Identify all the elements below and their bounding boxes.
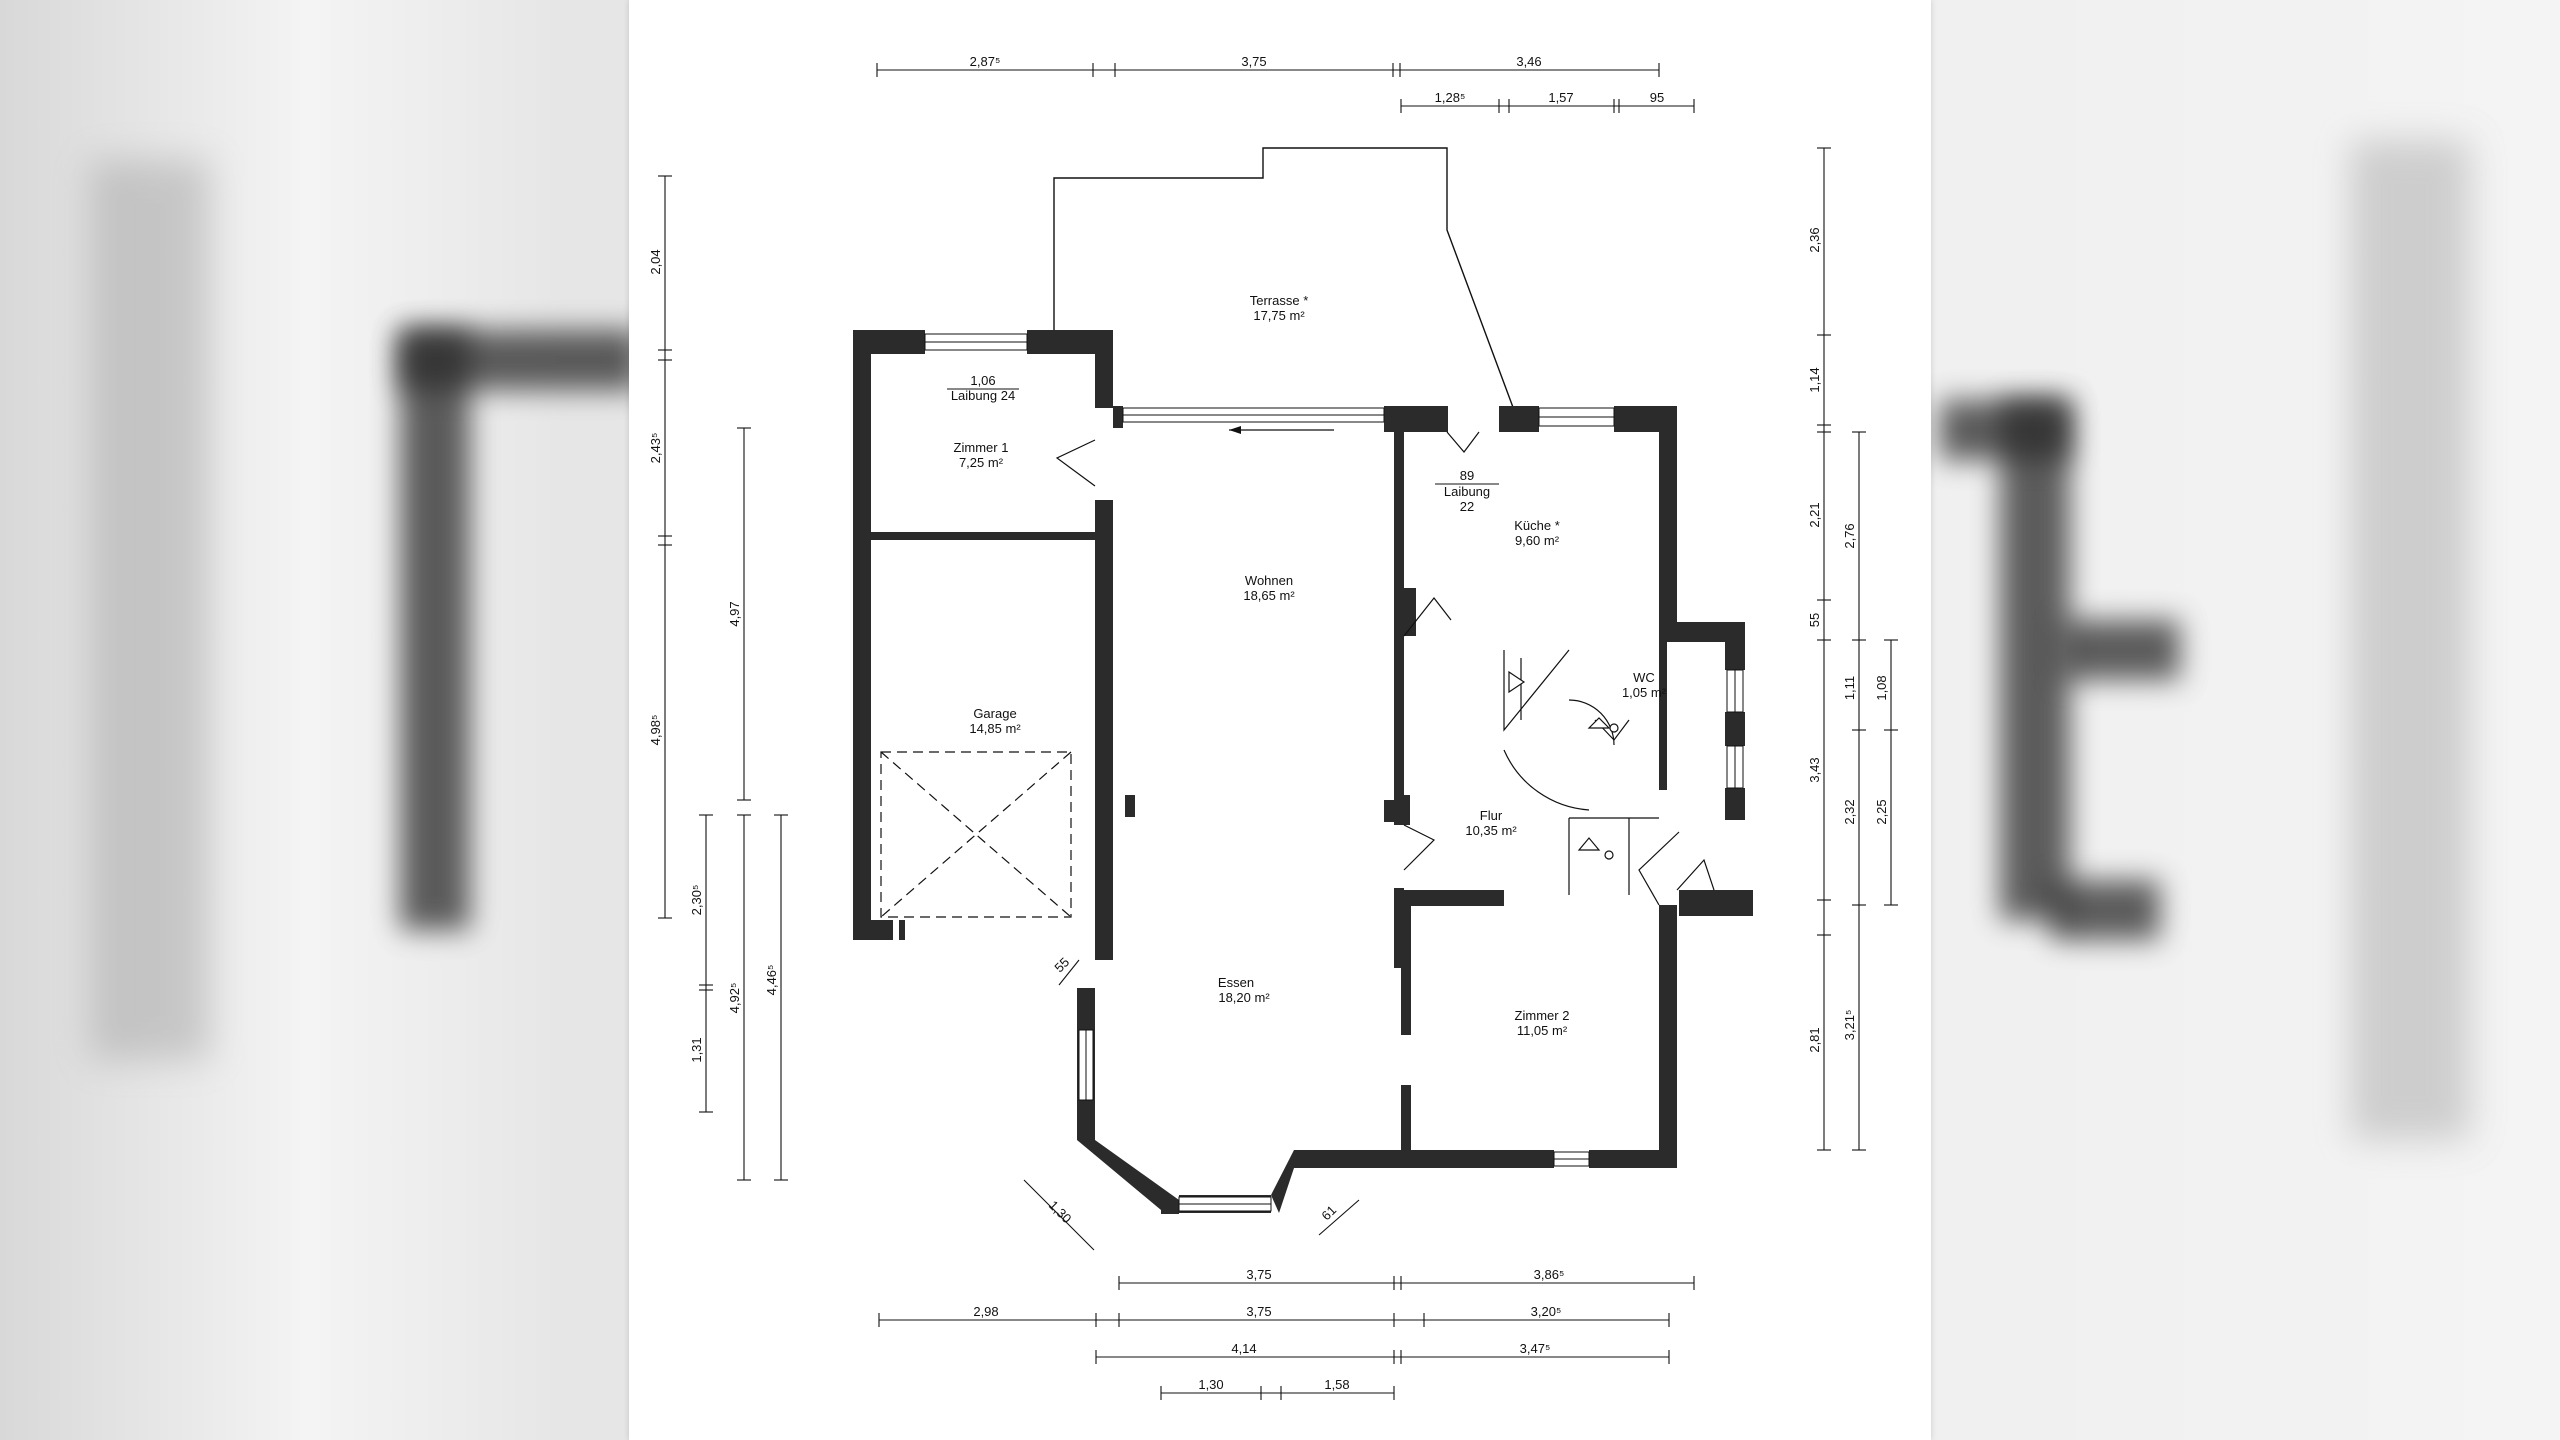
dim-right-4: 55 (1807, 613, 1822, 627)
room-area-essen: 18,20 m² (1218, 990, 1270, 1005)
room-name-essen: Essen (1218, 975, 1254, 990)
dim-bay-left: 1,30 (1046, 1198, 1075, 1227)
reveal-kueche-width: 89 (1460, 468, 1474, 483)
room-name-zimmer1: Zimmer 1 (954, 440, 1009, 455)
stair-symbols (1508, 670, 1619, 860)
dim-bottom-6: 4,14 (1231, 1341, 1256, 1356)
blurred-wall-right (2000, 400, 2070, 920)
room-labels: Terrasse * 17,75 m² Zimmer 1 7,25 m² Woh… (947, 293, 1667, 1038)
dim-left-3: 4,98⁵ (648, 715, 663, 746)
dim-right-10: 3,21⁵ (1842, 1010, 1857, 1041)
room-name-terrasse: Terrasse * (1250, 293, 1309, 308)
dim-left-1: 2,04 (648, 249, 663, 274)
walls-thick (853, 330, 1753, 1214)
dim-right-9: 2,32 (1842, 799, 1857, 824)
dim-right-7: 2,76 (1842, 523, 1857, 548)
room-name-flur: Flur (1480, 808, 1503, 823)
windows (924, 333, 1744, 1212)
dimension-lines (658, 63, 1898, 1400)
blurred-wall-right-bottom (2050, 880, 2160, 940)
dim-right-1: 2,36 (1807, 227, 1822, 252)
blurred-wall-left (400, 330, 470, 930)
dim-bottom-8: 1,30 (1198, 1377, 1223, 1392)
dim-bottom-5: 3,20⁵ (1531, 1304, 1562, 1319)
dim-right-11: 1,08 (1874, 675, 1889, 700)
reveal-kueche-text: Laibung (1444, 484, 1490, 499)
dim-bottom-4: 3,75 (1246, 1304, 1271, 1319)
dim-left-4: 4,97 (727, 601, 742, 626)
room-name-wohnen: Wohnen (1245, 573, 1293, 588)
room-area-wohnen: 18,65 m² (1243, 588, 1295, 603)
room-name-wc: WC (1633, 670, 1655, 685)
dim-right-2: 1,14 (1807, 367, 1822, 392)
room-name-garage: Garage (973, 706, 1016, 721)
dim-top-6: 95 (1650, 90, 1664, 105)
reveal-zimmer1-width: 1,06 (970, 373, 995, 388)
dim-bottom-2: 3,86⁵ (1534, 1267, 1565, 1282)
floor-plan-drawing: Terrasse * 17,75 m² Zimmer 1 7,25 m² Woh… (648, 54, 1898, 1400)
blurred-wall-right-top (1940, 400, 2070, 460)
room-area-flur: 10,35 m² (1465, 823, 1517, 838)
dim-right-3: 2,21 (1807, 502, 1822, 527)
floor-plan-sheet: Terrasse * 17,75 m² Zimmer 1 7,25 m² Woh… (629, 0, 1931, 1440)
room-name-zimmer2: Zimmer 2 (1515, 1008, 1570, 1023)
reveal-zimmer1-text: Laibung 24 (951, 388, 1015, 403)
dim-left-2: 2,43⁵ (648, 433, 663, 464)
room-area-terrasse: 17,75 m² (1253, 308, 1305, 323)
room-name-kueche: Küche * (1514, 518, 1560, 533)
dim-right-6: 2,81 (1807, 1027, 1822, 1052)
dim-left-8: 4,46⁵ (764, 965, 779, 996)
dim-top-4: 1,28⁵ (1435, 90, 1466, 105)
sliding-door-arrowhead (1229, 426, 1241, 434)
dim-left-6: 1,31 (689, 1037, 704, 1062)
dim-top-2: 3,75 (1241, 54, 1266, 69)
room-area-wc: 1,05 m² (1622, 685, 1667, 700)
dim-right-5: 3,43 (1807, 757, 1822, 782)
dim-top-3: 3,46 (1516, 54, 1541, 69)
dim-bottom-9: 1,58 (1324, 1377, 1349, 1392)
dim-right-8: 1,11 (1842, 676, 1857, 700)
blurred-shape-right (2350, 140, 2470, 1140)
blurred-shape-left (90, 160, 210, 1060)
room-area-zimmer1: 7,25 m² (959, 455, 1004, 470)
terrace-outline (1053, 147, 1515, 411)
room-area-zimmer2: 11,05 m² (1517, 1023, 1568, 1038)
dim-right-12: 2,25 (1874, 799, 1889, 824)
dim-top-5: 1,57 (1548, 90, 1573, 105)
room-area-garage: 14,85 m² (969, 721, 1021, 736)
dim-left-5: 2,30⁵ (689, 885, 704, 916)
dimension-labels: 2,87⁵ 3,75 3,46 1,28⁵ 1,57 95 2,04 2,43⁵… (648, 54, 1889, 1392)
reveal-kueche-depth: 22 (1460, 499, 1474, 514)
room-area-kueche: 9,60 m² (1515, 533, 1560, 548)
blurred-wall-right-low (2060, 620, 2180, 680)
dim-bottom-1: 3,75 (1246, 1267, 1271, 1282)
door-swings (1055, 431, 1715, 906)
dim-bottom-3: 2,98 (973, 1304, 998, 1319)
dim-left-7: 4,92⁵ (727, 983, 742, 1014)
garage-door-symbol (880, 751, 1072, 918)
dim-top-1: 2,87⁵ (970, 54, 1001, 69)
blurred-wall-left-top (400, 330, 640, 390)
dim-bottom-7: 3,47⁵ (1520, 1341, 1551, 1356)
